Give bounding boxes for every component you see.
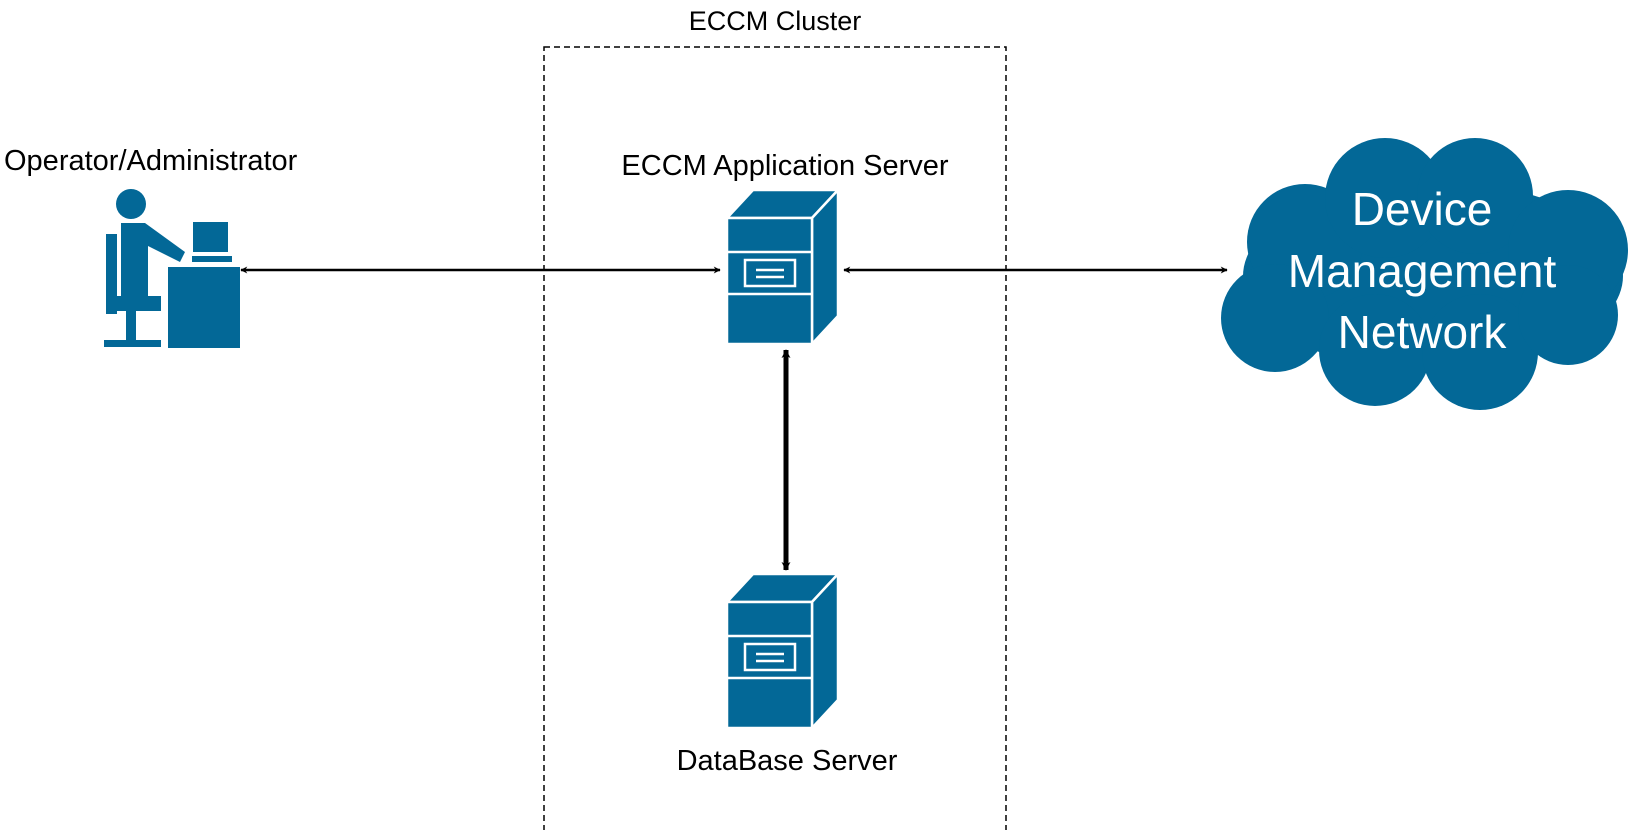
- cluster-label: ECCM Cluster: [689, 6, 862, 36]
- cloud-label-line-1: Device: [1352, 183, 1493, 235]
- operator-label: Operator/Administrator: [4, 145, 298, 177]
- cloud-label-line-2: Management: [1288, 245, 1557, 297]
- app-server-icon: [724, 186, 841, 348]
- cluster-boundary: [543, 46, 1007, 830]
- app-server-label: ECCM Application Server: [621, 150, 949, 182]
- cloud-icon: [1221, 138, 1628, 410]
- operator-workstation-icon: [104, 189, 240, 348]
- cloud-label-line-3: Network: [1338, 306, 1508, 358]
- db-server-icon: [724, 570, 841, 732]
- db-server-label: DataBase Server: [677, 745, 898, 777]
